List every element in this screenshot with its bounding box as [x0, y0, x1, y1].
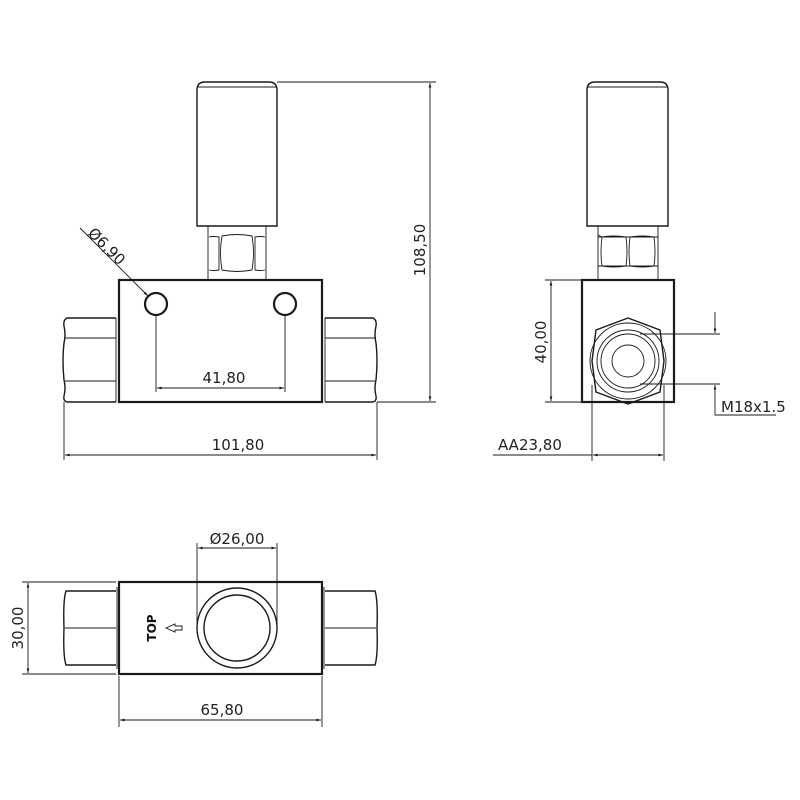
- dim-port-diameter-label: Ø26,00: [210, 530, 265, 548]
- dim-hole-diameter-label: Ø6,90: [84, 224, 129, 269]
- dim-port-diameter: Ø26,00: [196, 530, 278, 626]
- top-fitting-right: [325, 590, 378, 666]
- dim-overall-length: 101,80: [63, 402, 378, 460]
- dim-across-flats-label: AA23,80: [498, 436, 562, 454]
- front-mounting-hole-right: [272, 291, 298, 317]
- side-view: 40,00 M18x1.5 AA23,80: [493, 81, 786, 461]
- dim-overall-length-label: 101,80: [212, 436, 265, 454]
- front-stem-nut: [207, 226, 267, 280]
- dim-body-length: 65,80: [118, 676, 323, 727]
- front-view: 108,50 Ø6,90 41,80 101,80: [62, 81, 436, 460]
- top-view: TOP 30,00 Ø26,00 65,80: [9, 530, 378, 727]
- side-body: [580, 278, 676, 404]
- side-knob-cap: [586, 81, 669, 227]
- front-body: [117, 278, 324, 404]
- top-fitting-left: [63, 590, 116, 666]
- front-fitting-left: [62, 317, 117, 403]
- top-body: [117, 580, 324, 676]
- top-marking: TOP: [145, 614, 183, 642]
- dim-hole-spacing: 41,80: [155, 315, 286, 392]
- side-port-hex: [589, 317, 667, 405]
- dim-body-height-label: 40,00: [532, 321, 550, 364]
- front-mounting-hole-left: [143, 291, 169, 317]
- dim-body-length-label: 65,80: [201, 701, 244, 719]
- side-stem-nut: [597, 226, 659, 280]
- top-marking-label: TOP: [145, 614, 159, 641]
- dim-overall-height: 108,50: [277, 81, 436, 403]
- dim-hole-diameter: Ø6,90: [79, 224, 149, 297]
- dim-overall-height-label: 108,50: [411, 224, 429, 277]
- arrow-left-icon: [164, 623, 183, 633]
- dim-thread: M18x1.5: [640, 312, 786, 416]
- front-knob-cap: [196, 81, 278, 227]
- dim-body-width: 30,00: [9, 581, 116, 675]
- dim-body-height: 40,00: [532, 279, 582, 403]
- dim-thread-label: M18x1.5: [721, 398, 786, 416]
- dim-hole-spacing-label: 41,80: [203, 369, 246, 387]
- front-fitting-right: [324, 317, 378, 403]
- dim-body-width-label: 30,00: [9, 607, 27, 650]
- dim-across-flats: AA23,80: [493, 385, 665, 461]
- top-port: [196, 587, 278, 669]
